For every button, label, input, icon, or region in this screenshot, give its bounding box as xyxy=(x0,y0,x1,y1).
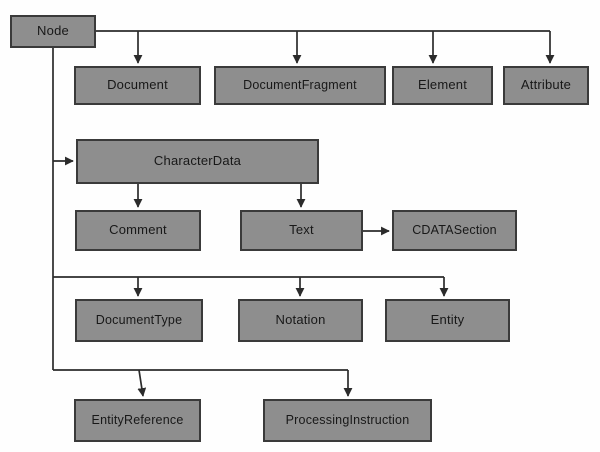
node-box-cdata-section[interactable]: CDATASection xyxy=(392,210,517,251)
node-box-document-fragment[interactable]: DocumentFragment xyxy=(214,66,386,105)
node-box-document-type[interactable]: DocumentType xyxy=(75,299,203,342)
edge-node-to-entity-reference xyxy=(137,369,147,397)
node-box-notation[interactable]: Notation xyxy=(238,299,363,342)
node-box-node[interactable]: Node xyxy=(10,15,96,48)
node-box-text[interactable]: Text xyxy=(240,210,363,251)
node-box-processing-instruction[interactable]: ProcessingInstruction xyxy=(263,399,432,442)
node-box-entity[interactable]: Entity xyxy=(385,299,510,342)
node-box-element[interactable]: Element xyxy=(392,66,493,105)
node-box-entity-reference[interactable]: EntityReference xyxy=(74,399,201,442)
node-box-document[interactable]: Document xyxy=(74,66,201,105)
node-box-comment[interactable]: Comment xyxy=(75,210,201,251)
node-box-attribute[interactable]: Attribute xyxy=(503,66,589,105)
node-box-character-data[interactable]: CharacterData xyxy=(76,139,319,184)
